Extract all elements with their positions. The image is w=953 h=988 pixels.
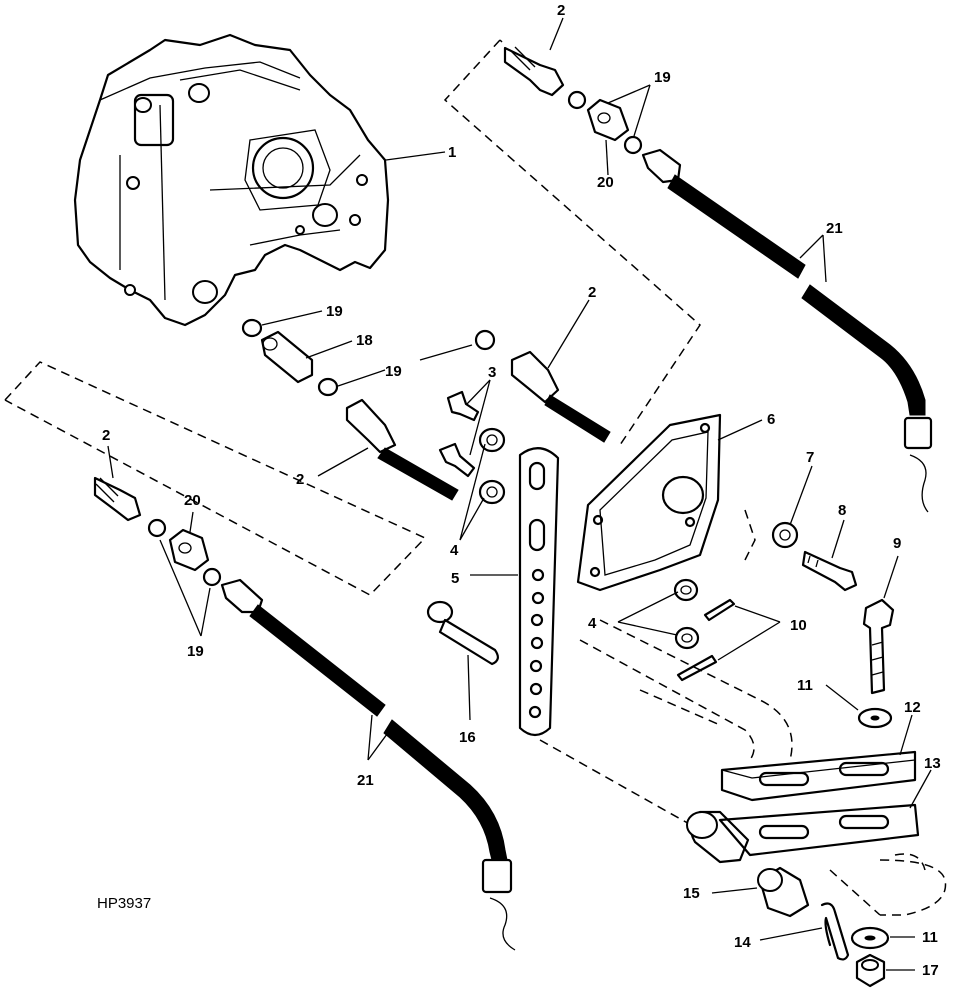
- callout-7: 7: [806, 449, 814, 466]
- callout-2: 2: [102, 427, 110, 444]
- callout-4: 4: [588, 615, 597, 632]
- callout-2: 2: [588, 284, 596, 301]
- bolt-part-8: [801, 550, 858, 592]
- link-part-12: [720, 750, 917, 802]
- o-rings-part-19: [147, 90, 643, 587]
- valve-housing-part-1: [73, 33, 446, 327]
- callout-12: 12: [904, 699, 921, 716]
- washer-part-11-upper: [857, 707, 893, 729]
- callout-17: 17: [922, 962, 939, 979]
- callout-19: 19: [187, 643, 204, 660]
- callout-18: 18: [356, 332, 373, 349]
- callout-8: 8: [838, 502, 846, 519]
- nut-part-17: [855, 953, 886, 988]
- callout-16: 16: [459, 729, 476, 746]
- hairpin-part-14: [820, 902, 850, 961]
- fitting-part-2-middle-right: [510, 350, 611, 443]
- callout-20: 20: [597, 174, 614, 191]
- callout-5: 5: [451, 570, 459, 587]
- nipple-part-18: [260, 330, 314, 384]
- callout-labels: 1 2 2 2 2 3 4 4 5 6 7 8 9 10 11 11 12 13…: [97, 2, 941, 979]
- hose-part-21-bottom: [220, 578, 516, 951]
- adjusting-bar-part-5: [518, 447, 560, 737]
- callout-11: 11: [922, 929, 938, 946]
- pin-part-16: [426, 600, 499, 666]
- callout-21: 21: [357, 772, 374, 789]
- callout-19: 19: [385, 363, 402, 380]
- fitting-part-2-left: [93, 476, 142, 522]
- nut-part-20-left: [168, 528, 210, 572]
- callout-9: 9: [893, 535, 901, 552]
- callout-4: 4: [450, 542, 459, 559]
- callout-3: 3: [488, 364, 496, 381]
- cotter-pins-part-10: [676, 598, 736, 682]
- leader-lines: [107, 17, 932, 971]
- washer-part-7: [771, 521, 799, 549]
- callout-20: 20: [184, 492, 201, 509]
- callout-13: 13: [924, 755, 941, 772]
- dashed-assembly-outlines: [4, 39, 947, 916]
- callout-15: 15: [683, 885, 700, 902]
- fitting-part-2-middle-left: [345, 398, 459, 501]
- mounting-plate-part-6: [576, 413, 722, 592]
- callout-10: 10: [790, 617, 807, 634]
- callout-2: 2: [557, 2, 565, 19]
- callout-11: 11: [797, 677, 813, 694]
- figure-code: HP3937: [97, 895, 151, 912]
- fitting-part-2-top: [503, 46, 565, 97]
- callout-19: 19: [654, 69, 671, 86]
- washers-part-4: [478, 427, 700, 650]
- link-part-13: [686, 803, 920, 864]
- callout-1: 1: [448, 144, 456, 161]
- callout-14: 14: [734, 934, 751, 951]
- pins-part-3: [438, 390, 480, 478]
- callout-6: 6: [767, 411, 775, 428]
- callout-19: 19: [326, 303, 343, 320]
- bolt-part-9: [862, 598, 895, 695]
- washer-part-11-lower: [850, 926, 890, 950]
- nut-part-20-top: [586, 98, 630, 142]
- bushing-part-15: [757, 866, 810, 918]
- hose-part-21-top: [641, 148, 933, 513]
- callout-21: 21: [826, 220, 843, 237]
- callout-2: 2: [296, 471, 304, 488]
